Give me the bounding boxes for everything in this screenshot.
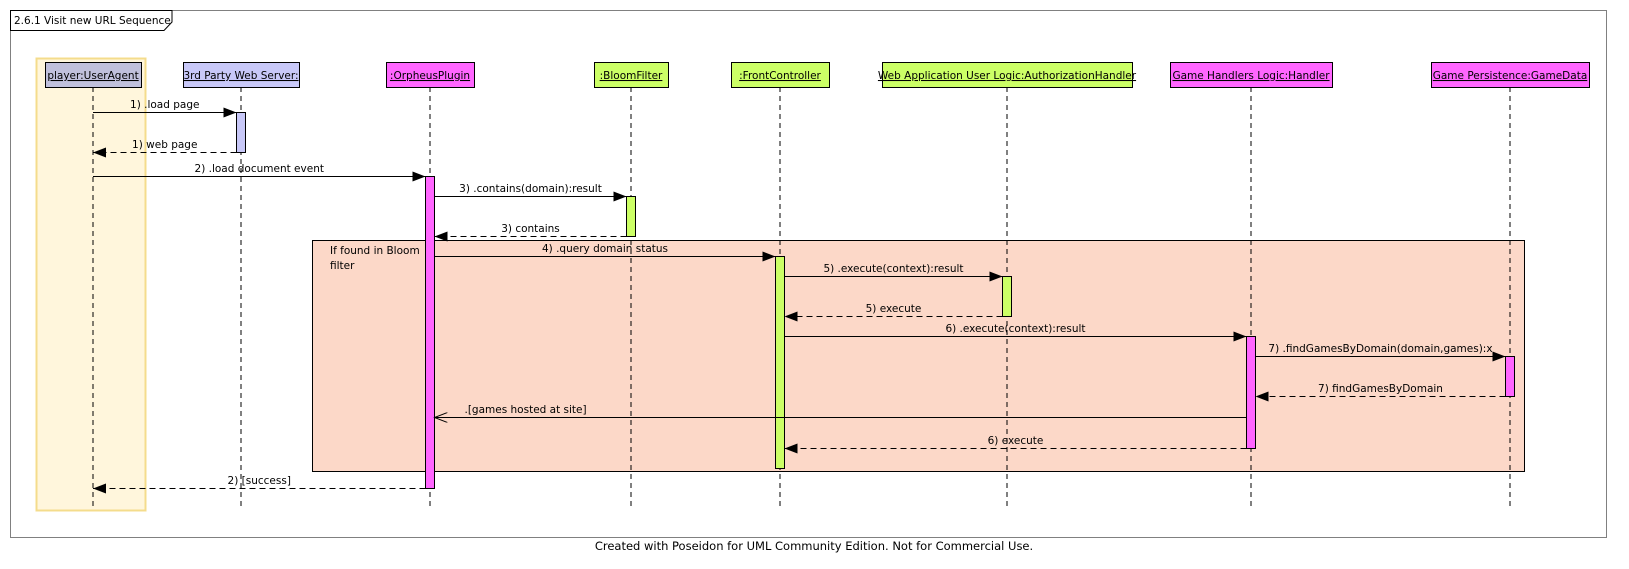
message-label: 3) .contains(domain):result (459, 183, 602, 195)
message-m1: 1) .load page (93, 99, 237, 118)
frame-title-tab (10, 10, 173, 31)
message-m4: 3) .contains(domain):result (434, 183, 627, 202)
message-m7: 5) .execute(context):result (784, 263, 1003, 282)
message-label: 4) .query domain status (542, 243, 668, 255)
lifeline-label: player:UserAgent (47, 70, 138, 82)
frame-title: 2.6.1 Visit new URL Sequence (14, 15, 171, 27)
lifeline-ws: 3rd Party Web Server: (183, 62, 300, 508)
lifeline-label: Game Handlers Logic:Handler (1172, 70, 1330, 82)
message-label: 7) .findGamesByDomain(domain,games):x (1268, 343, 1492, 355)
message-m11: 7) findGamesByDomain (1255, 383, 1506, 402)
message-label: 2) [success] (228, 475, 291, 487)
lifeline-head[interactable] (386, 62, 475, 88)
lifeline-head[interactable] (731, 62, 830, 88)
activation-bar-op (425, 176, 435, 489)
footer-text: Created with Poseidon for UML Community … (595, 539, 1033, 553)
lifeline-ua: player:UserAgent (45, 62, 142, 508)
message-label: 6) .execute(context):result (945, 323, 1085, 335)
lifeline-head[interactable] (594, 62, 669, 88)
lifeline-label: :FrontController (739, 70, 821, 82)
message-m5: 3) contains (434, 223, 627, 242)
message-label: 6) execute (988, 435, 1044, 447)
diagram-frame (10, 10, 1607, 538)
message-label: 3) contains (501, 223, 560, 235)
message-m10: 7) .findGamesByDomain(domain,games):x (1255, 343, 1506, 362)
fragment-guard-line1: If found in Bloom (330, 245, 420, 257)
activation-bar-bf (626, 196, 636, 237)
lifeline-label: Web Application User Logic:Authorization… (878, 70, 1137, 82)
actor-lane-highlight (35, 57, 147, 512)
lifeline-head[interactable] (45, 62, 142, 88)
message-m3: 2) .load document event (93, 163, 426, 182)
activation-bar-gh (1246, 336, 1256, 449)
lifeline-gd: Game Persistence:GameData (1431, 62, 1590, 508)
message-label: 2) .load document event (195, 163, 324, 175)
message-m2: 1) web page (93, 139, 237, 158)
message-m13: 6) execute (784, 435, 1247, 454)
message-m6: 4) .query domain status (434, 243, 776, 262)
lifeline-head[interactable] (1431, 62, 1590, 88)
lifeline-gh: Game Handlers Logic:Handler (1170, 62, 1333, 508)
message-m14: 2) [success] (93, 475, 426, 494)
message-label: 5) .execute(context):result (823, 263, 963, 275)
message-label: 7) findGamesByDomain (1318, 383, 1443, 395)
fragment-guard-line2: filter (330, 260, 355, 272)
message-label: .[games hosted at site] (465, 404, 587, 416)
message-m12: .[games hosted at site] (435, 404, 1247, 418)
lifeline-label: :BloomFilter (600, 70, 663, 82)
lifeline-label: :OrpheusPlugin (390, 70, 470, 82)
activation-bar-fc (775, 256, 785, 469)
activation-bar-ah (1002, 276, 1012, 317)
message-label: 5) execute (866, 303, 922, 315)
activation-bar-gd (1505, 356, 1515, 397)
message-m9: 6) .execute(context):result (784, 323, 1247, 342)
lifeline-head[interactable] (183, 62, 300, 88)
lifeline-label: Game Persistence:GameData (1433, 70, 1588, 82)
lifeline-head[interactable] (882, 62, 1133, 88)
message-label: 1) .load page (130, 99, 199, 111)
lifeline-label: 3rd Party Web Server: (183, 70, 298, 82)
lifeline-ah: Web Application User Logic:Authorization… (878, 62, 1137, 508)
lifeline-bf: :BloomFilter (594, 62, 669, 508)
message-label: 1) web page (132, 139, 197, 151)
message-m8: 5) execute (784, 303, 1003, 322)
lifeline-head[interactable] (1170, 62, 1333, 88)
activation-bar-ws (236, 112, 246, 153)
